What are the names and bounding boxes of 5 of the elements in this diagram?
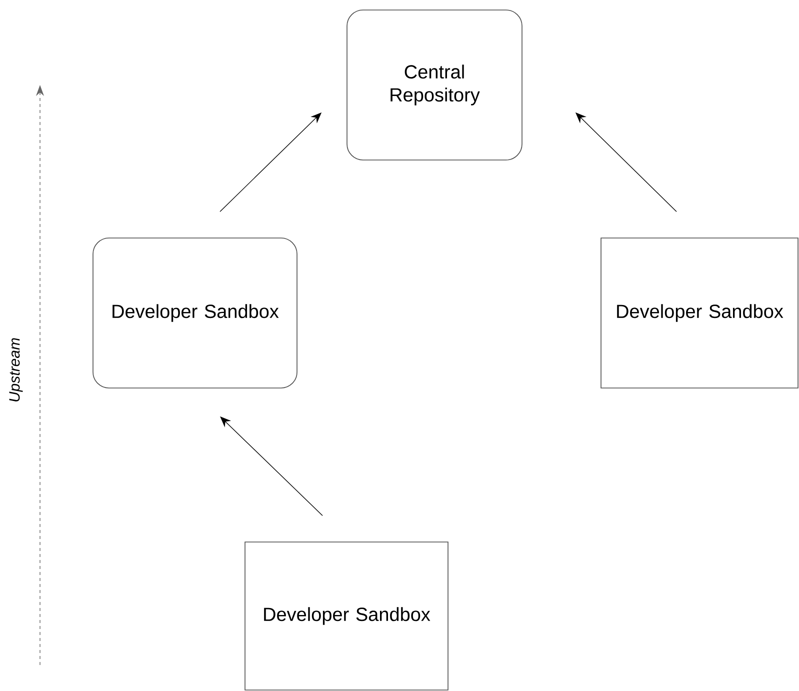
- process-box: Central Repository: [346, 10, 522, 160]
- process-box: Developer Sandbox: [244, 542, 448, 690]
- process-box: Developer Sandbox: [92, 238, 298, 388]
- process-box: Developer Sandbox: [600, 238, 798, 388]
- axis-label: Upstream: [9, 338, 23, 402]
